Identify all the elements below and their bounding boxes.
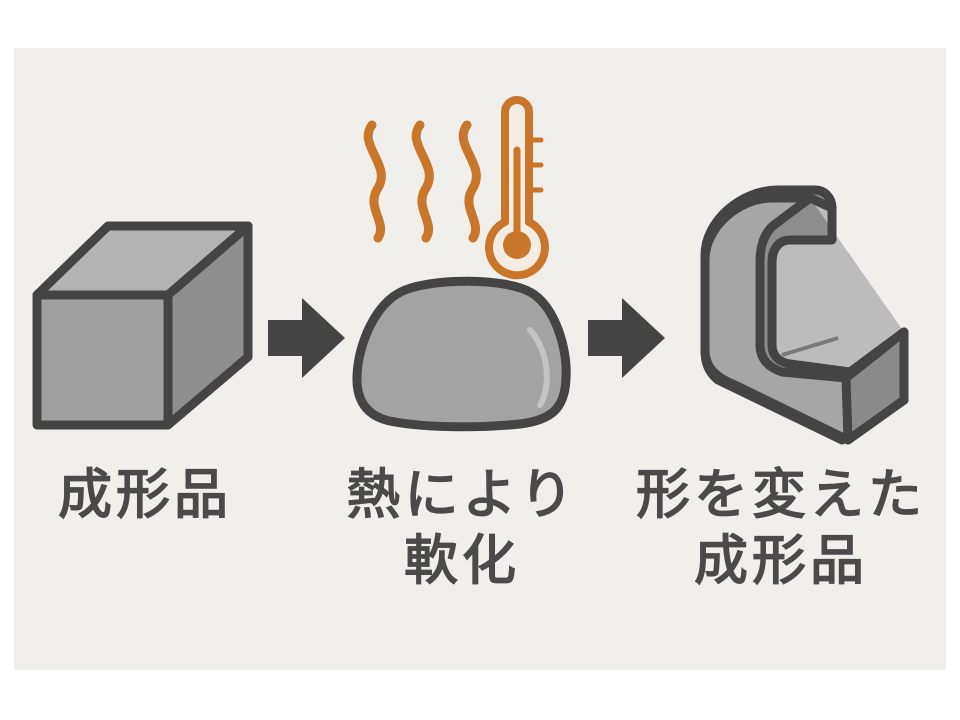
label-softened-by-heat: 熱により 軟化 bbox=[312, 462, 612, 594]
thermometer-icon bbox=[485, 96, 549, 280]
label-line: 軟化 bbox=[404, 529, 520, 592]
heat-waves-icon bbox=[363, 120, 481, 243]
arrow-right-icon bbox=[588, 298, 665, 378]
label-line: 成形品 bbox=[58, 463, 232, 526]
label-reshaped-product: 形を変えた 成形品 bbox=[618, 462, 944, 594]
label-line: 熱により bbox=[346, 463, 578, 526]
softened-blob-icon bbox=[352, 276, 571, 432]
label-molded-product: 成形品 bbox=[14, 462, 276, 528]
arrow-right-icon bbox=[268, 298, 345, 378]
cube-icon bbox=[32, 221, 253, 430]
label-line: 形を変えた bbox=[636, 463, 926, 526]
l-bracket-icon bbox=[700, 185, 909, 445]
label-line: 成形品 bbox=[694, 529, 868, 592]
